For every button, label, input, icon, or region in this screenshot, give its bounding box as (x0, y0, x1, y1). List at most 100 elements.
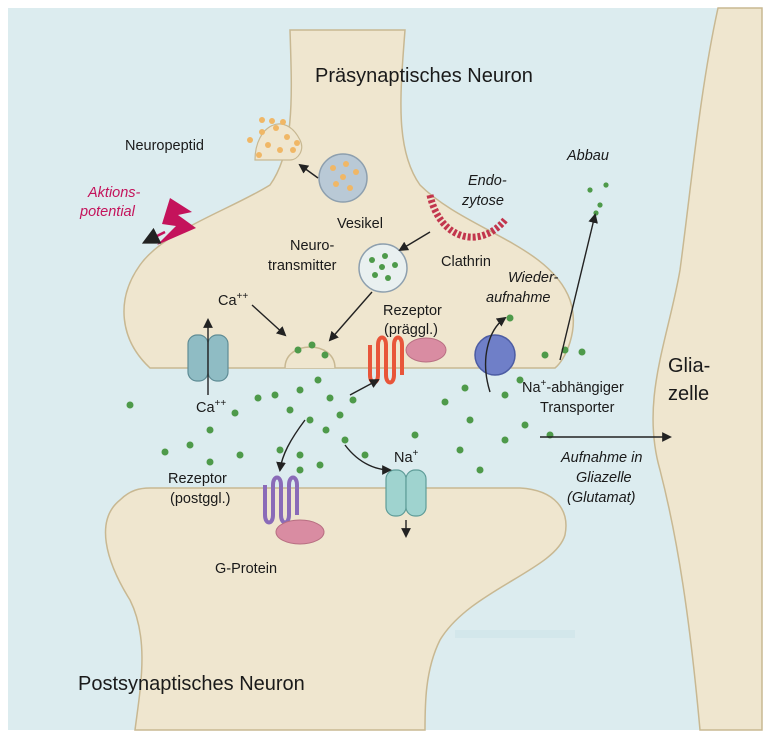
peptides-dot (259, 117, 265, 123)
cleft-dot (321, 351, 329, 359)
cleft-dot (161, 448, 169, 456)
postsynaptic-neuron (104, 487, 567, 731)
cleft-dot (341, 436, 349, 444)
cleft-dot (126, 401, 134, 409)
label-na-channel: Na+ (394, 448, 419, 466)
na-transporter (474, 334, 516, 376)
peptides-dot (280, 119, 286, 125)
cleft-dot (466, 416, 474, 424)
glia-cell (652, 7, 763, 731)
label-glia-1: Glia- (668, 355, 710, 377)
cleft-dot (308, 341, 316, 349)
vtrans-dot (379, 264, 385, 270)
cleft-dot (587, 187, 593, 193)
vpeptides-dot (353, 169, 359, 175)
label-wieder-1: Wieder- (508, 270, 559, 286)
cleft-dot (206, 458, 214, 466)
label-na-transporter: Na+-abhängiger (522, 378, 624, 396)
cleft-dot (286, 406, 294, 414)
vtrans-dot (385, 275, 391, 281)
peptides-dot (269, 118, 275, 124)
cleft-dot (411, 431, 419, 439)
label-neuro-1: Neuro- (290, 238, 334, 254)
vpeptides-dot (343, 161, 349, 167)
cleft-dot (476, 466, 484, 474)
cleft-dot (501, 391, 509, 399)
label-abbau: Abbau (566, 148, 609, 164)
cleft-dot (603, 182, 609, 188)
cleft-dot (254, 394, 262, 402)
vtrans-dot (369, 257, 375, 263)
vpeptides-dot (340, 174, 346, 180)
cleft-dot (186, 441, 194, 449)
cleft-dot (597, 202, 603, 208)
cleft-dot (316, 461, 324, 469)
cleft-dot (521, 421, 529, 429)
label-vesikel: Vesikel (337, 216, 383, 232)
cleft-dot (231, 409, 239, 417)
cleft-dot (336, 411, 344, 419)
cleft-dot (314, 376, 322, 384)
label-gprotein: G-Protein (215, 561, 277, 577)
label-aufnahme-2: Gliazelle (576, 470, 632, 486)
cleft-dot (541, 351, 549, 359)
peptides-dot (273, 125, 279, 131)
cleft-dot (271, 391, 279, 399)
vesicle-peptide-dots (330, 161, 359, 191)
vesicle-transmitter-dots (369, 253, 398, 281)
cleft-dot (294, 346, 302, 354)
peptides-dot (294, 140, 300, 146)
peptides-dot (256, 152, 262, 158)
neuropeptide-dots (247, 117, 300, 158)
label-presynaptic: Präsynaptisches Neuron (315, 65, 533, 87)
cleft-dot (461, 384, 469, 392)
cleft-dot (276, 446, 284, 454)
cleft-dot (506, 314, 514, 322)
vtrans-dot (392, 262, 398, 268)
label-neuro-2: transmitter (268, 258, 337, 274)
vtrans-dot (372, 272, 378, 278)
g-protein (275, 519, 325, 545)
cleft-dot (501, 436, 509, 444)
cleft-dot (296, 466, 304, 474)
peptides-dot (247, 137, 253, 143)
label-aufnahme-1: Aufnahme in (560, 450, 642, 466)
cleft-dot (456, 446, 464, 454)
cleft-dot (306, 416, 314, 424)
label-rez-pre-2: (präggl.) (384, 322, 438, 338)
label-ca-bottom: Ca++ (196, 398, 226, 416)
label-rez-post-2: (postggl.) (170, 491, 230, 507)
label-aufnahme-3: (Glutamat) (567, 490, 636, 506)
na-channel (385, 469, 427, 517)
label-ca-top: Ca++ (218, 291, 248, 309)
presynaptic-receptor-protein (405, 337, 447, 363)
cleft-dot (593, 210, 599, 216)
cleft-dot (236, 451, 244, 459)
action-potential-bolt (157, 198, 196, 245)
vpeptides-dot (330, 165, 336, 171)
label-clathrin: Clathrin (441, 254, 491, 270)
label-aktion-2: potential (79, 204, 136, 220)
clathrin-coat (426, 194, 508, 241)
cleft-dot (322, 426, 330, 434)
cleft-dot (441, 398, 449, 406)
cleft-dot (361, 451, 369, 459)
peptides-dot (259, 129, 265, 135)
postsynaptic-receptor (263, 475, 299, 525)
label-endo-1: Endo- (468, 173, 507, 189)
vpeptides-dot (347, 185, 353, 191)
vpeptides-dot (333, 181, 339, 187)
label-glia-2: zelle (668, 383, 709, 405)
cleft-dot (516, 376, 524, 384)
label-endo-2: zytose (461, 193, 504, 209)
label-postsynaptic: Postsynaptisches Neuron (78, 673, 305, 695)
cleft-dot (296, 386, 304, 394)
cleft-dot (206, 426, 214, 434)
label-neuropeptid: Neuropeptid (125, 138, 204, 154)
peptides-dot (284, 134, 290, 140)
label-rez-post-1: Rezeptor (168, 471, 227, 487)
vtrans-dot (382, 253, 388, 259)
cleft-dot (296, 451, 304, 459)
cleft-dot (349, 396, 357, 404)
